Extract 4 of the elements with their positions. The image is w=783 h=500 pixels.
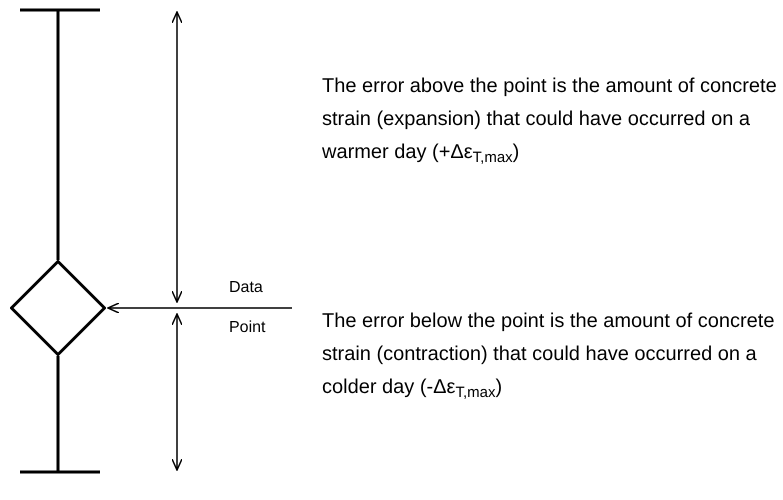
leader-line [107,302,292,314]
annotation-text: The error above the point is the amount of concrete strain (expansion) that could have occurred on a warmer day (+Δε$_{T,max}$) [322,74,778,168]
leader-label: Data Point [229,278,266,338]
annotation-text: The error below the point is the amount of concrete strain (contraction) that could have occurred on a colder day (-Δε$_{T,max}$) [322,309,776,403]
